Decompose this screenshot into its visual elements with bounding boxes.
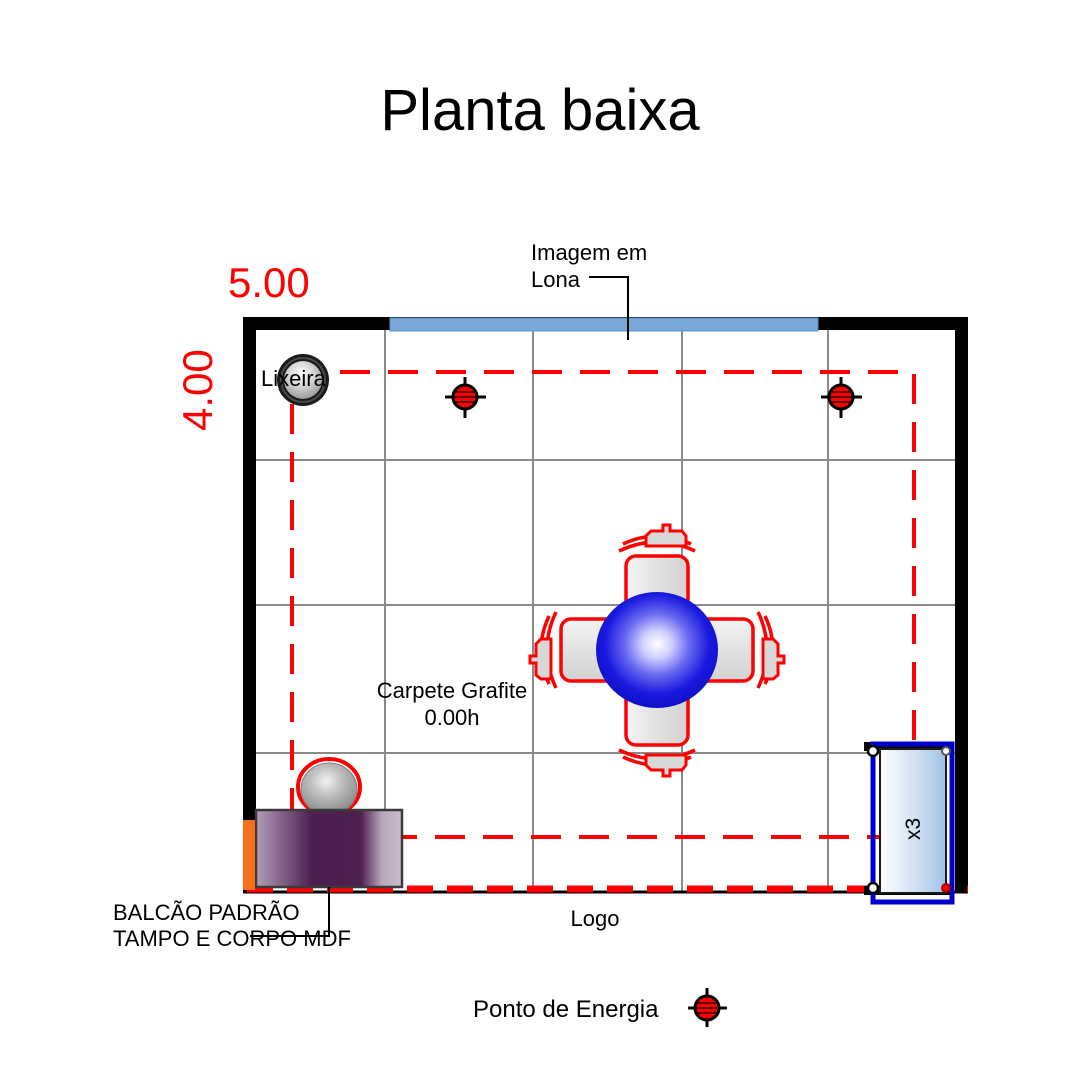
counter-label-line2: TAMPO E CORPO MDF	[113, 926, 351, 951]
counter-balcao[interactable]	[254, 808, 404, 889]
trash-bin-label: Lixeira	[261, 366, 327, 391]
orange-wall-strip	[243, 820, 255, 890]
banner-label-line2: Lona	[531, 267, 581, 292]
panel-node-bl	[866, 881, 880, 895]
carpet-label-line2: 0.00h	[424, 705, 479, 730]
wall-right	[955, 317, 968, 893]
panel-face	[879, 748, 947, 894]
panel-node-br	[941, 883, 951, 893]
counter-leader-line	[250, 887, 330, 937]
banner-imagem-em-lona[interactable]	[389, 317, 819, 332]
round-table[interactable]	[596, 592, 718, 708]
logo-label: Logo	[571, 906, 620, 931]
stool-sphere[interactable]	[296, 757, 362, 817]
power-point-2[interactable]	[821, 377, 862, 418]
counter-label-line1: BALCÃO PADRÃO	[113, 900, 300, 925]
panel-node-tr	[941, 746, 951, 756]
panel-blue-outline	[870, 741, 955, 905]
legend-power-icon	[688, 988, 727, 1027]
power-point-1[interactable]	[445, 377, 486, 418]
right-panel-x3[interactable]: x3	[864, 741, 955, 905]
legend-power-label: Ponto de Energia	[473, 996, 659, 1023]
dimension-depth-label: 4.00	[174, 349, 221, 431]
table-with-chairs[interactable]	[528, 523, 786, 778]
dimension-width-label: 5.00	[228, 259, 310, 306]
carpet-label-line1: Carpete Grafite	[377, 678, 527, 703]
panel-qty-label: x3	[902, 818, 925, 840]
banner-leader-line	[589, 276, 629, 340]
room-floor	[255, 329, 955, 893]
trash-bin-lixeira[interactable]	[277, 354, 329, 406]
banner-label-line1: Imagem em	[531, 240, 647, 265]
floor-grid	[255, 329, 955, 893]
wall-left	[243, 317, 256, 893]
page-title: Planta baixa	[380, 78, 700, 143]
panel-node-tl	[866, 744, 880, 758]
